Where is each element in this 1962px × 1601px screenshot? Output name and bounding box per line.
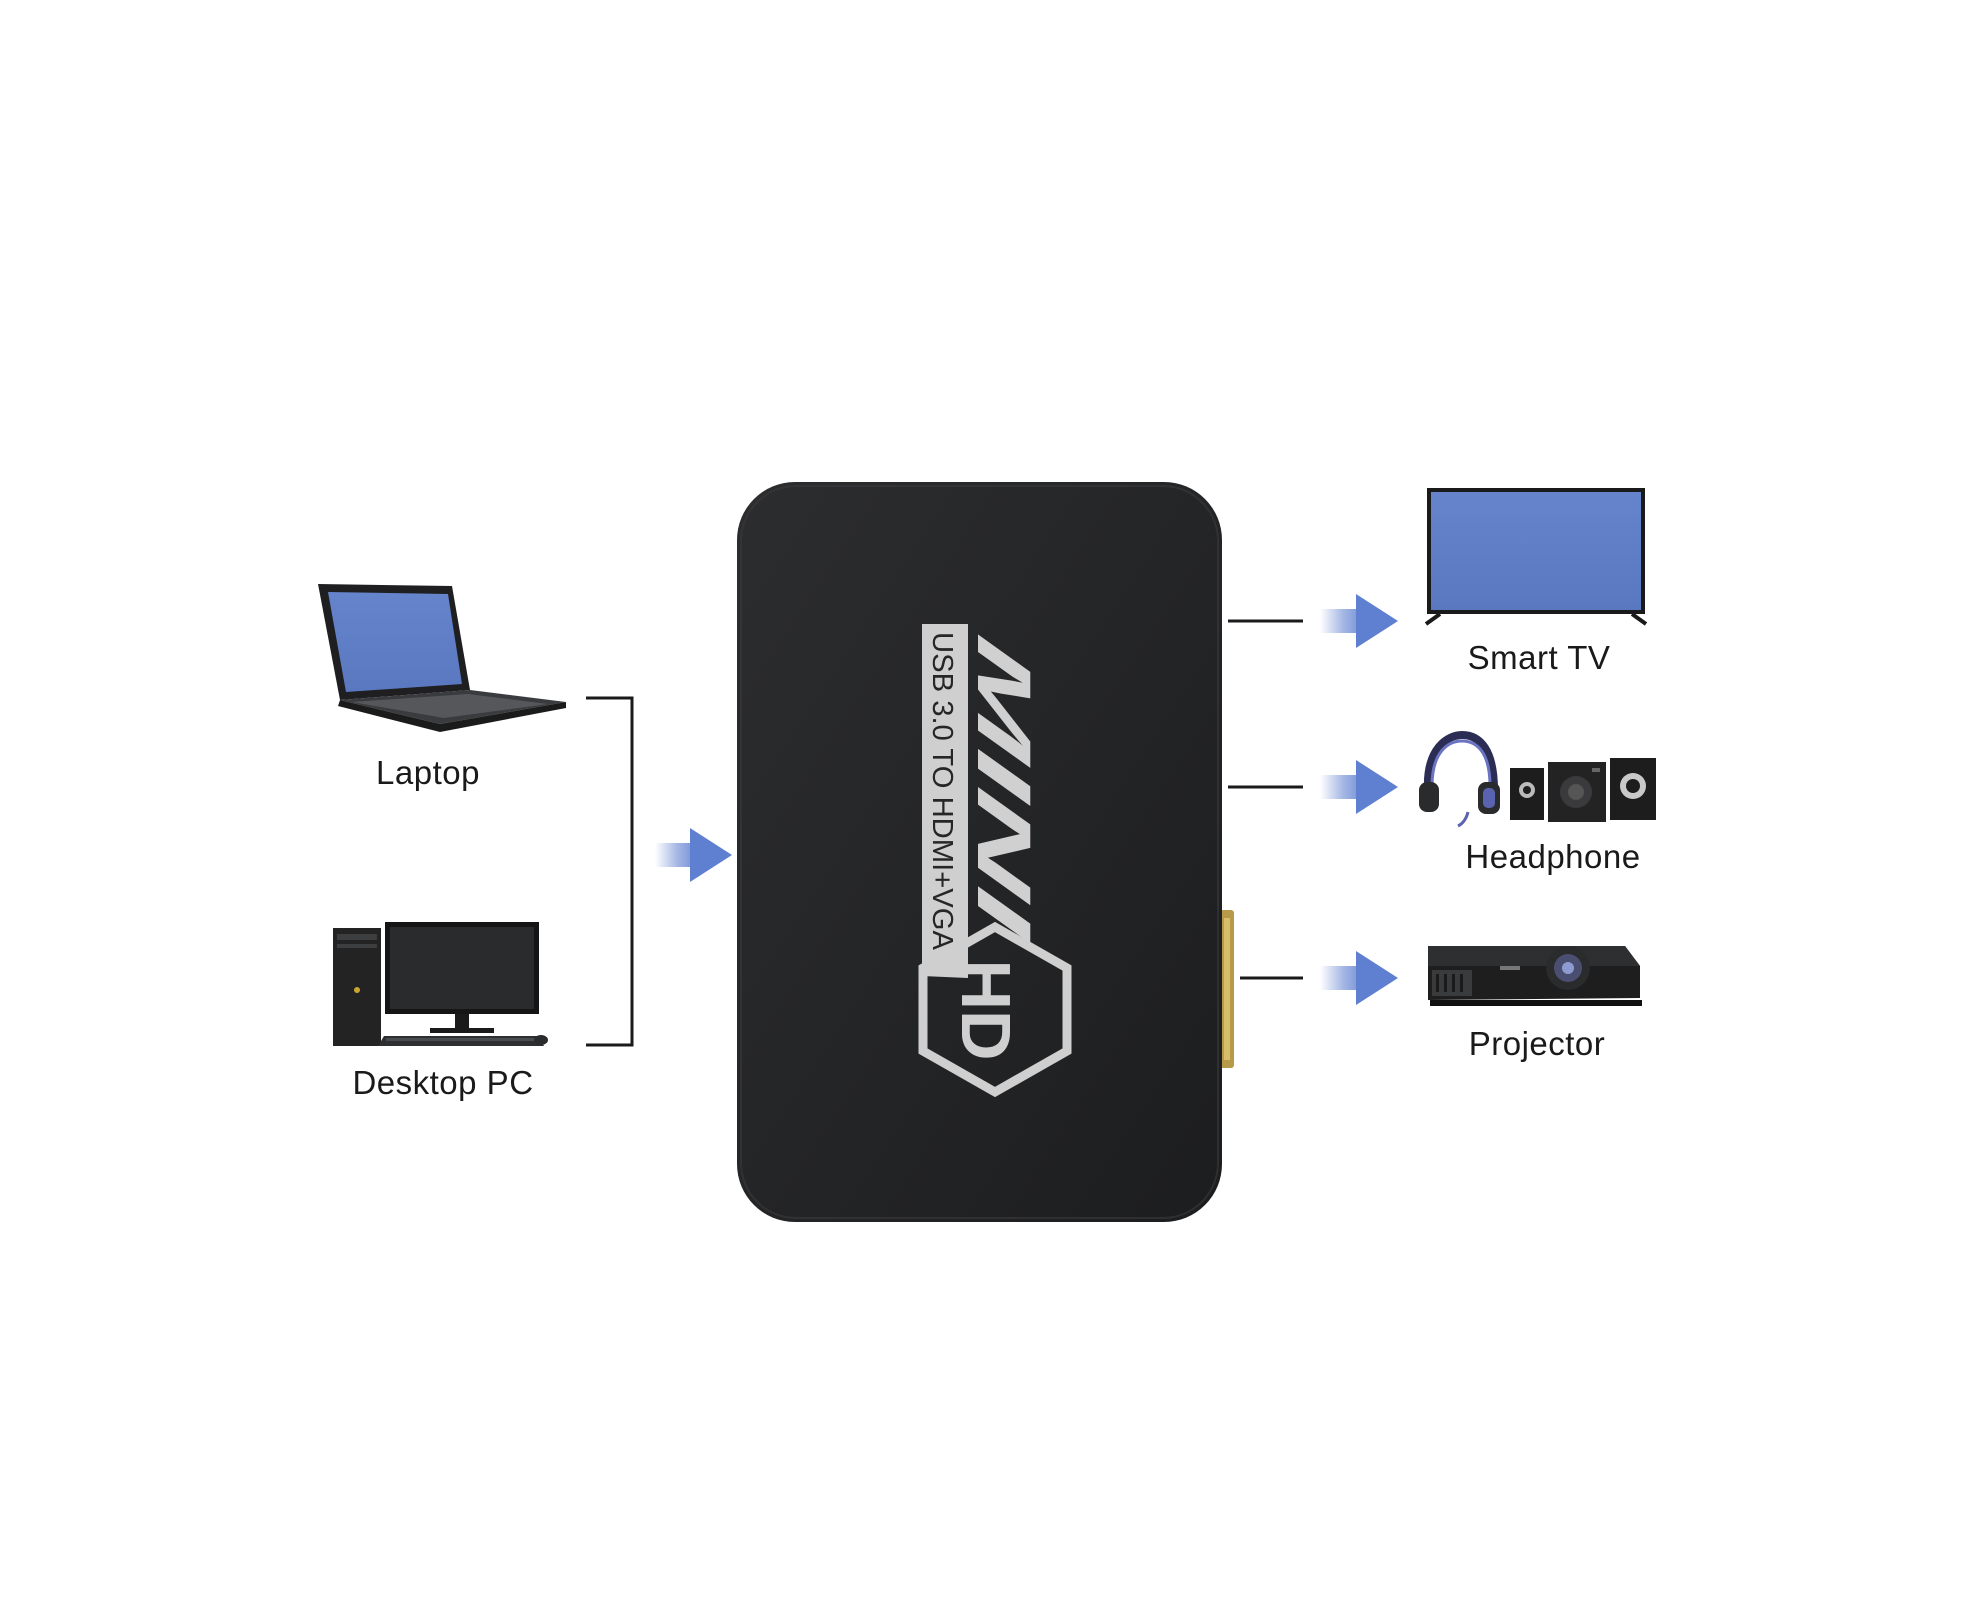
hd-badge: HD (918, 921, 1072, 1098)
output-arrow-projector (1320, 951, 1398, 1005)
output-arrow-headphone (1320, 760, 1398, 814)
input-arrow (655, 828, 732, 882)
desktop-pc-icon (333, 922, 548, 1046)
smart-tv-icon (1424, 488, 1648, 626)
mini-hd-adapter: USB 3.0 TO HDMI+VGA MINI HD (737, 482, 1234, 1222)
output-arrow-tv (1320, 594, 1398, 648)
laptop-icon (318, 584, 566, 732)
input-bracket-line (586, 696, 634, 1047)
output-lines (1228, 619, 1303, 980)
laptop-label: Laptop (376, 754, 480, 791)
smart-tv-label: Smart TV (1468, 639, 1611, 676)
badge-text: HD (947, 959, 1025, 1060)
projector-label: Projector (1469, 1025, 1606, 1062)
spec-text: USB 3.0 TO HDMI+VGA (926, 632, 958, 951)
projector-icon (1428, 946, 1642, 1006)
headphone-label: Headphone (1465, 838, 1640, 875)
model-text: MINI (962, 626, 1047, 951)
headphone-speakers-icon (1419, 730, 1656, 828)
desktop-pc-label: Desktop PC (352, 1064, 533, 1101)
